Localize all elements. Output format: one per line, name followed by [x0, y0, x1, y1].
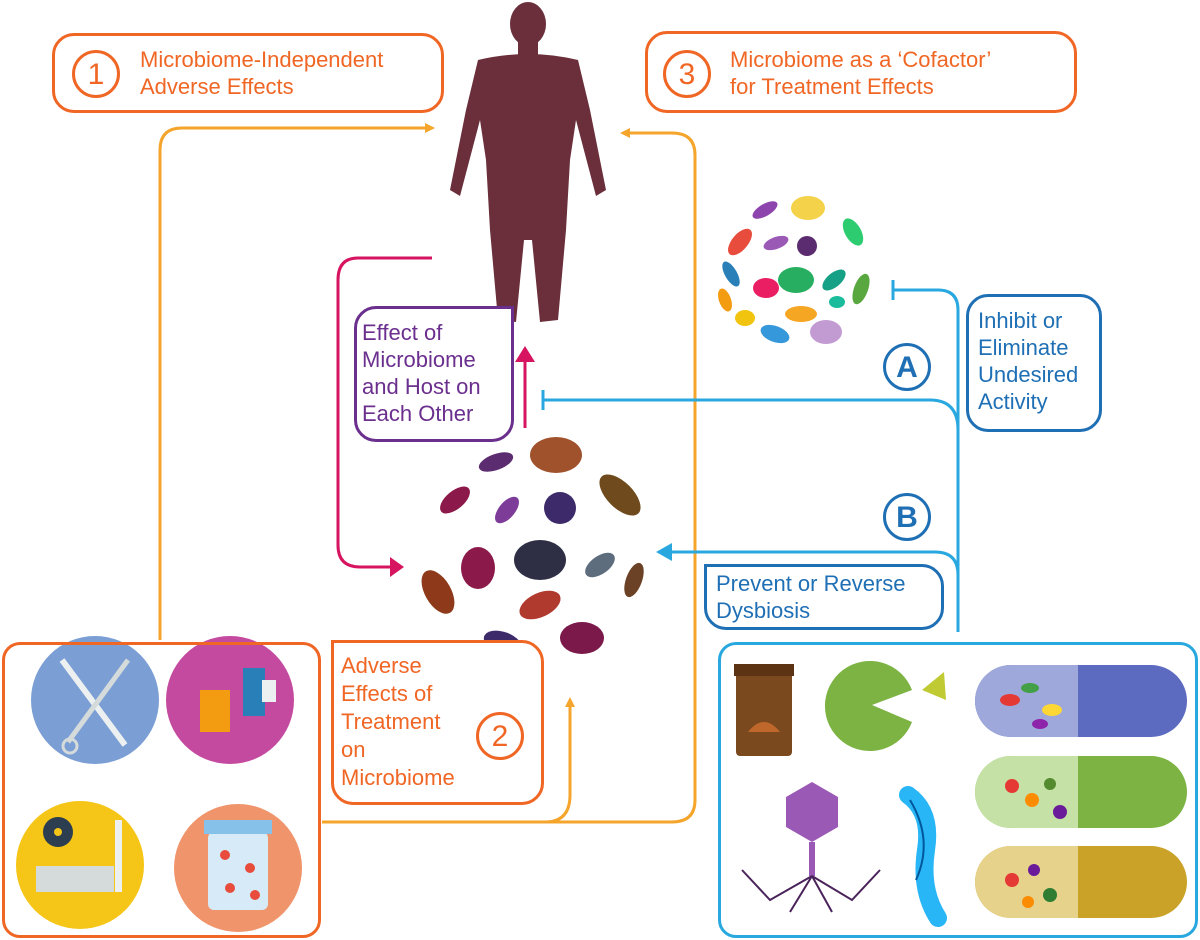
radiation-icon: [16, 801, 144, 929]
interaction-arrows: [336, 256, 527, 569]
treatment-effects-on-microbiome-label: Adverse Effects of Treatment on Microbio…: [341, 653, 455, 790]
arrow-head-to-host: [515, 346, 535, 362]
arrow-head-prevent: [656, 543, 672, 561]
microbiome-host-interaction-box: [354, 306, 514, 442]
interventions-panel: [718, 642, 1198, 938]
drugs-device-icon: [166, 636, 294, 764]
microbiome-cofactor-label: Microbiome as a ‘Cofactor’ for Treatment…: [730, 47, 992, 99]
phage-icon: [741, 782, 881, 913]
orange-arrows: [158, 123, 697, 824]
stool-jar-icon: [734, 664, 794, 756]
inhibit-activity-box: [966, 294, 1102, 432]
step-1-number: 1: [72, 50, 120, 98]
food-capsule-icon: [975, 846, 1187, 918]
marker-b: B: [883, 493, 931, 541]
marker-a: A: [883, 343, 931, 391]
pill-bottle-icon: [174, 804, 302, 932]
inhibit-activity-label: Inhibit or Eliminate Undesired Activity: [978, 308, 1079, 414]
arrow-head-to-microbiome: [390, 557, 404, 577]
microbiome-independent-effects-label: Microbiome-Independent Adverse Effects: [140, 47, 384, 99]
step-2-number: 2: [476, 712, 524, 760]
diet-capsule-icon: [975, 756, 1187, 828]
step-3-number: 3: [663, 50, 711, 98]
gut-microbiome-cluster-icon: [421, 437, 644, 656]
bacterium-dna-icon: [899, 786, 947, 927]
prevent-dysbiosis-box: [704, 564, 944, 630]
human-silhouette-icon: [450, 2, 606, 322]
probiotic-capsule-icon: [975, 665, 1187, 737]
prevent-dysbiosis-label: Prevent or Reverse Dysbiosis: [716, 571, 906, 623]
pacman-icon: [824, 661, 946, 751]
intervention-arrows: [541, 280, 960, 632]
treatments-panel: [2, 642, 321, 938]
small-microbe-cluster-icon: [718, 196, 870, 344]
microbiome-cofactor-box: [645, 31, 1077, 113]
surgery-icon: [31, 636, 159, 764]
microbiome-host-interaction-label: Effect of Microbiome and Host on Each Ot…: [362, 320, 481, 426]
